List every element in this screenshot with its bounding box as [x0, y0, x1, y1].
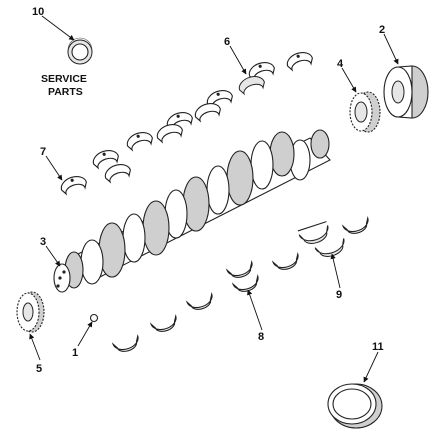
service-parts-caption-line1: SERVICE [41, 73, 87, 85]
crankshaft [53, 129, 331, 293]
callout-9: 9 [336, 289, 342, 301]
callout-11: 11 [372, 341, 384, 353]
lower-bearing-shells [111, 252, 299, 352]
callout-8: 8 [258, 331, 264, 343]
upper-bearing-shells [60, 51, 313, 196]
dowel-pin [89, 313, 99, 323]
callout-10: 10 [32, 6, 44, 18]
rear-timing-gear [349, 91, 381, 133]
front-timing-gear [16, 291, 45, 333]
callout-2: 2 [379, 24, 385, 36]
rear-seal-ring [383, 65, 429, 119]
thrust-bearing-shells [297, 216, 369, 257]
callout-7: 7 [40, 146, 46, 158]
service-parts-caption-line2: PARTS [48, 86, 83, 98]
callout-4: 4 [337, 58, 344, 70]
callout-1: 1 [72, 347, 78, 359]
service-bushing [67, 37, 93, 65]
leader-lines [29, 15, 399, 383]
callout-6: 6 [224, 36, 230, 48]
callout-5: 5 [36, 363, 42, 375]
callout-3: 3 [40, 236, 46, 248]
wear-sleeve-ring [327, 383, 383, 429]
